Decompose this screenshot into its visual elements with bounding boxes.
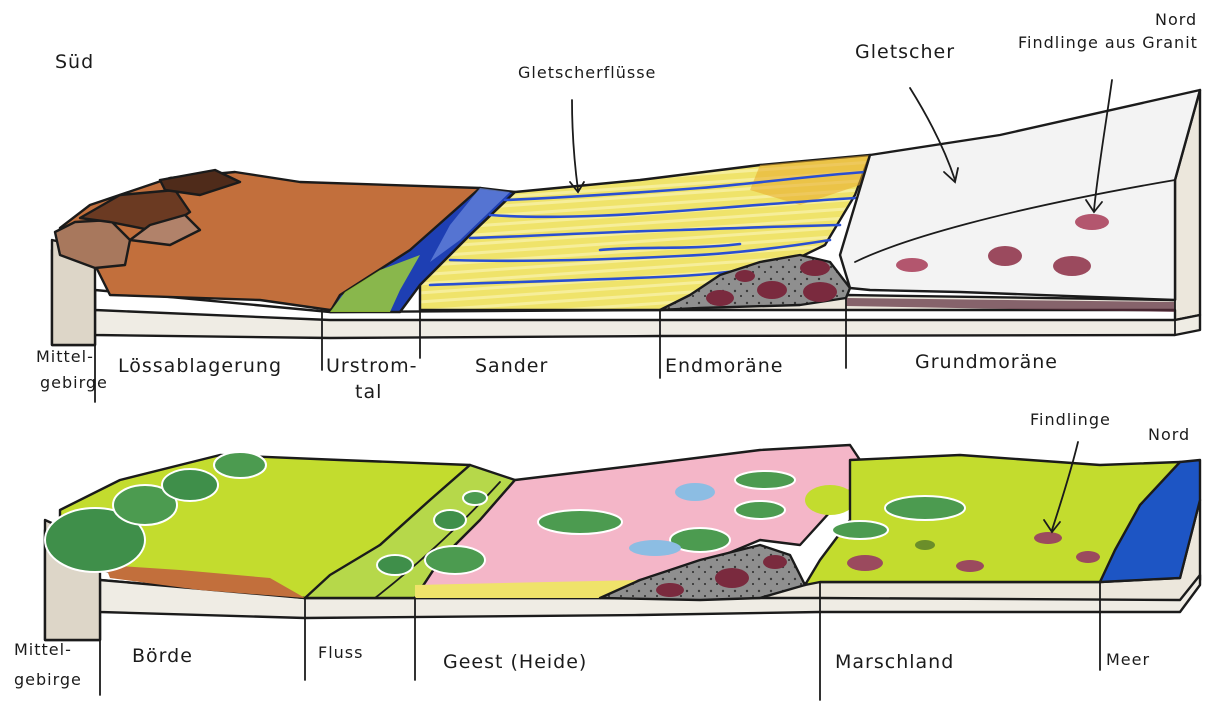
label-borde: Börde bbox=[132, 645, 193, 667]
label-geest: Geest (Heide) bbox=[443, 651, 587, 673]
label-highland-bottom-2: gebirge bbox=[14, 670, 82, 689]
label-north-top: Nord bbox=[1155, 10, 1197, 29]
label-meltwater-rivers: Gletscherflüsse bbox=[518, 63, 656, 82]
bottom-block bbox=[45, 442, 1200, 700]
label-loess: Lössablagerung bbox=[118, 355, 282, 377]
label-glacier: Gletscher bbox=[855, 41, 955, 63]
label-north-bottom: Nord bbox=[1148, 425, 1190, 444]
label-ground-moraine: Grundmoräne bbox=[915, 351, 1058, 373]
label-valley-2: tal bbox=[355, 381, 382, 403]
label-erratics-granite-text: Findlinge aus Granit bbox=[1018, 33, 1198, 52]
label-sea: Meer bbox=[1106, 650, 1150, 669]
label-highland-top-1: Mittel- bbox=[36, 347, 94, 366]
label-sander: Sander bbox=[475, 355, 548, 377]
label-erratics-bottom: Findlinge bbox=[1030, 410, 1111, 429]
glacier bbox=[840, 90, 1200, 300]
label-highland-bottom-1: Mittel- bbox=[14, 640, 72, 659]
label-end-moraine: Endmoräne bbox=[665, 355, 783, 377]
label-valley-1: Urstrom- bbox=[326, 355, 417, 377]
label-marsh: Marschland bbox=[835, 651, 954, 673]
label-south: Süd bbox=[55, 51, 94, 73]
label-erratics-granite: Findlinge aus Granit bbox=[1018, 33, 1198, 52]
label-river: Fluss bbox=[318, 643, 363, 662]
label-highland-top-2: gebirge bbox=[40, 373, 108, 392]
